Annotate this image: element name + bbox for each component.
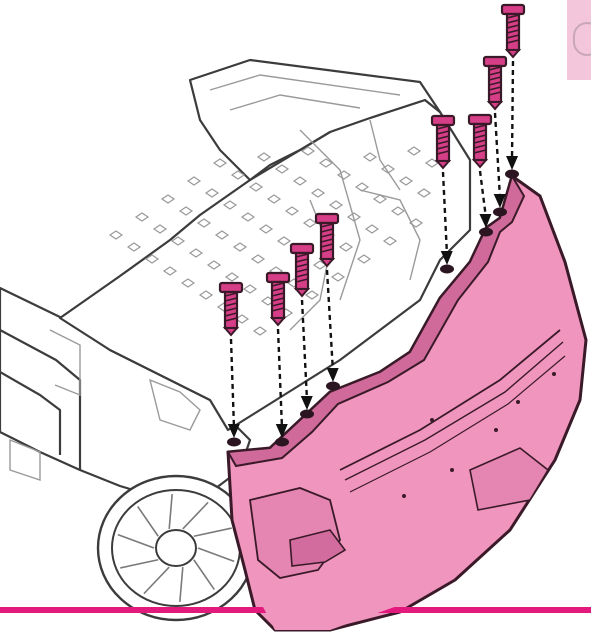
arrow-down-icon <box>494 113 506 208</box>
page-tab-icon <box>567 0 591 80</box>
mounting-hole <box>493 208 507 217</box>
floor-diamond <box>214 159 226 167</box>
floor-diamond <box>154 225 166 233</box>
mounting-hole <box>479 228 493 237</box>
floor-diamond <box>206 189 218 197</box>
screw-icon <box>502 5 524 57</box>
floor-diamond <box>136 213 148 221</box>
screw-icon <box>469 115 491 167</box>
floor-diamond <box>110 231 122 239</box>
screw-icon <box>484 57 506 109</box>
mounting-hole <box>440 265 454 274</box>
floor-diamond <box>128 243 140 251</box>
floor-diamond <box>162 195 174 203</box>
floor-diamond <box>180 207 192 215</box>
arrow-down-icon <box>479 171 491 228</box>
arrow-down-icon <box>506 61 518 170</box>
mounting-hole <box>300 410 314 419</box>
mounting-hole <box>227 438 241 447</box>
mounting-hole <box>326 382 340 391</box>
mounting-hole <box>275 438 289 447</box>
mounting-hole <box>505 170 519 179</box>
floor-diamond <box>188 177 200 185</box>
